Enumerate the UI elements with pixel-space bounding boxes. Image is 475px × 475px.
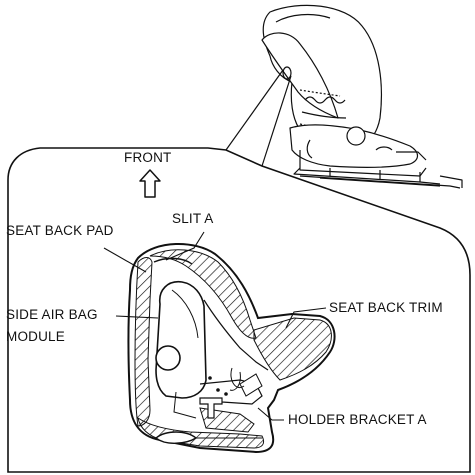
leader-side-air-bag-module xyxy=(115,315,159,319)
leader-seat-back-pad xyxy=(103,247,147,273)
seat-overview-illustration xyxy=(225,4,463,189)
seat-back-cross-section xyxy=(127,243,336,454)
wiring-harness xyxy=(229,367,245,391)
leader-holder-bracket-a xyxy=(257,407,284,421)
leader-seat-back-trim xyxy=(285,307,327,329)
side-air-bag-module-label-line1: SIDE AIR BAG xyxy=(6,307,98,322)
seat-back-pad-label: SEAT BACK PAD xyxy=(6,223,114,238)
front-label: FRONT xyxy=(124,150,172,165)
holder-bracket-a-label: HOLDER BRACKET A xyxy=(288,412,427,427)
front-arrow-icon xyxy=(139,169,161,198)
side-air-bag-module xyxy=(155,280,207,399)
seat-rail xyxy=(299,175,461,189)
slit-a-mark xyxy=(153,257,193,265)
side-air-bag-module-label-line2: MODULE xyxy=(6,329,65,344)
detail-frame xyxy=(7,147,471,473)
slit-a-label: SLIT A xyxy=(172,211,214,226)
holder-bracket-a xyxy=(199,397,223,419)
leader-slit-a xyxy=(165,231,205,261)
seat-back-trim-label: SEAT BACK TRIM xyxy=(329,300,443,315)
